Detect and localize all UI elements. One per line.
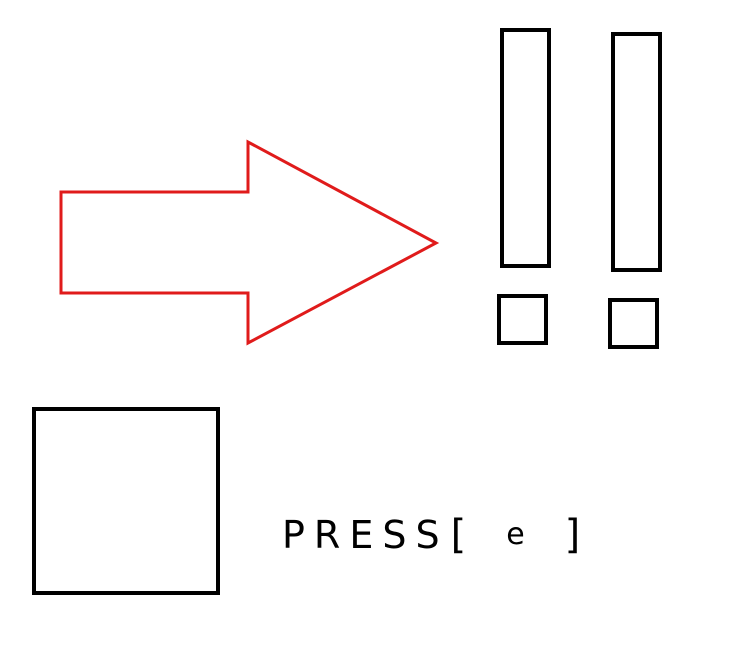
prompt-close-bracket: ] xyxy=(564,512,581,558)
exclamation-mark-icon-1 xyxy=(497,28,551,345)
right-arrow-icon xyxy=(59,139,440,346)
large-square-box xyxy=(32,407,220,595)
press-key-prompt: PRESS [ e ] xyxy=(282,510,580,560)
prompt-open-bracket: [ xyxy=(450,512,467,558)
exclamation-bar-2 xyxy=(611,32,662,272)
exclamation-bar-1 xyxy=(500,28,551,268)
exclamation-dot-2 xyxy=(608,298,659,349)
prompt-key: e xyxy=(506,517,525,552)
exclamation-mark-icon-2 xyxy=(608,32,662,349)
prompt-word: PRESS xyxy=(282,513,449,557)
exclamation-dot-1 xyxy=(497,294,548,345)
